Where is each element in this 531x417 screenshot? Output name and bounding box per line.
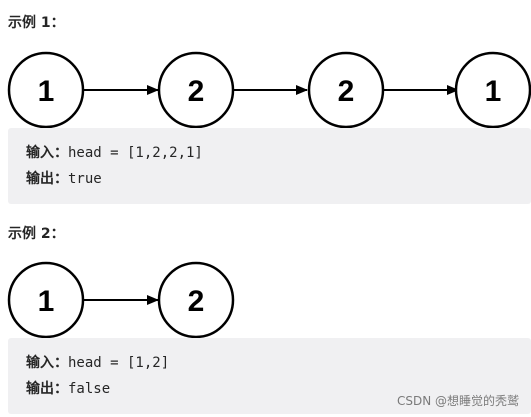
example-2-input-line: 输入：head = [1,2] (26, 354, 169, 372)
example-2-title: 示例 2： (8, 226, 65, 242)
output-value: false (68, 381, 111, 397)
output-label: 输出： (26, 171, 68, 187)
input-label: 输入： (26, 145, 68, 161)
list-node: 1 (7, 51, 85, 129)
example-2-code-block: 输入：head = [1,2] 输出：false (8, 338, 531, 414)
list-node: 2 (157, 51, 235, 129)
input-label: 输入： (26, 355, 68, 371)
list-node: 2 (307, 51, 385, 129)
node-value: 1 (38, 75, 55, 108)
node-value: 1 (38, 285, 55, 318)
input-value: head = [1,2] (68, 355, 170, 371)
linked-list-diagram-2: 1 2 (7, 261, 235, 339)
node-value: 2 (338, 75, 355, 108)
output-value: true (68, 171, 102, 187)
list-node: 1 (7, 261, 85, 339)
node-value: 2 (188, 75, 205, 108)
list-node: 1 (454, 51, 531, 129)
example-1-title: 示例 1： (8, 15, 65, 31)
node-value: 2 (188, 285, 205, 318)
example-2-output-line: 输出：false (26, 380, 110, 398)
csdn-watermark: CSDN @想睡觉的秃鹫 (396, 394, 519, 408)
linked-list-diagram-1: 1 2 2 1 (7, 51, 531, 129)
input-value: head = [1,2,2,1] (68, 145, 203, 161)
example-1-input-line: 输入：head = [1,2,2,1] (26, 144, 203, 162)
example-1-code-block: 输入：head = [1,2,2,1] 输出：true (8, 128, 531, 204)
list-node: 2 (157, 261, 235, 339)
output-label: 输出： (26, 381, 68, 397)
node-value: 1 (485, 75, 502, 108)
example-1-output-line: 输出：true (26, 170, 102, 188)
